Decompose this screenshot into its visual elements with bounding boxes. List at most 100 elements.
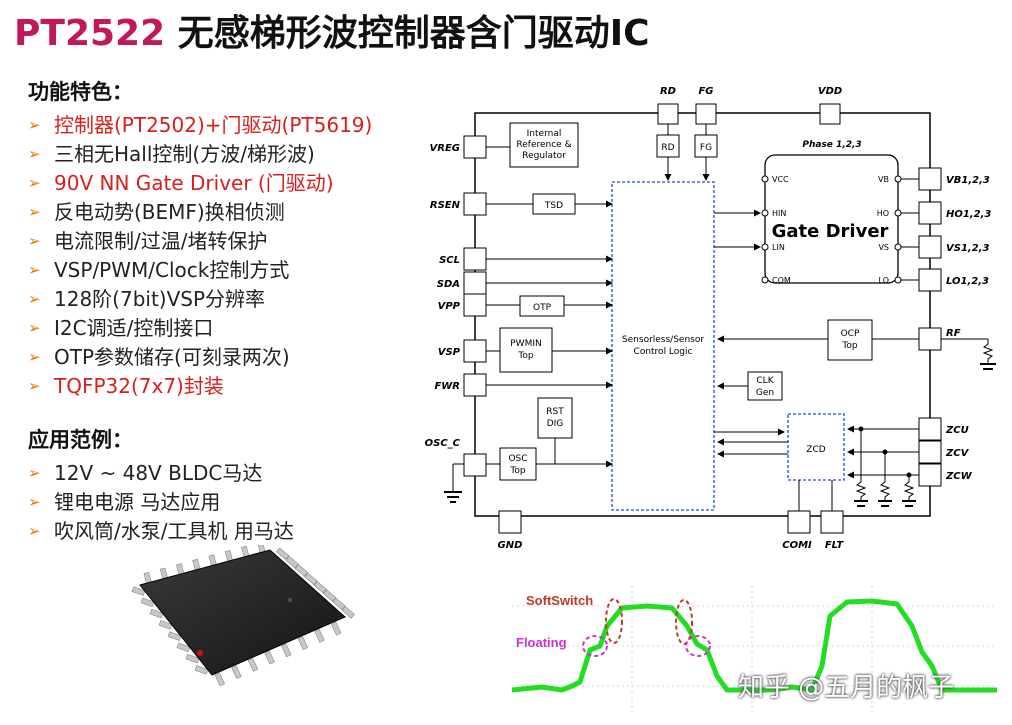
waveform-scope: SoftSwitch Floating xyxy=(512,586,997,712)
chip-pin xyxy=(322,589,337,602)
floating-marker-2 xyxy=(685,635,711,657)
softswitch-marker-2 xyxy=(675,599,693,645)
chip-pin xyxy=(143,571,152,584)
internal-reference-block xyxy=(509,122,579,168)
application-text: 吹风筒/水泵/工具机 用马达 xyxy=(54,519,294,543)
softswitch-label: SoftSwitch xyxy=(526,593,593,608)
features-section: 功能特色： ➢ 控制器(PT2502)+门驱动(PT5619) ➢三相无Hall控制… xyxy=(28,76,372,401)
applications-list: ➢12V ~ 48V BLDC马达➢锂电电源 马达应用➢吹风筒/水泵/工具机 用… xyxy=(28,459,294,546)
gd-pin-ho: HO xyxy=(877,209,889,218)
chip-pin xyxy=(276,547,290,560)
watermark: 知乎 @五月的枫子 xyxy=(738,673,955,703)
gate-driver-block xyxy=(764,154,899,284)
feature-text: 电流限制/过温/堵转保护 xyxy=(54,229,268,253)
chip-pin xyxy=(131,586,146,596)
chip-pin xyxy=(167,631,182,641)
bottom-pins: GND COMI FLT xyxy=(498,510,844,551)
chip-pin xyxy=(332,597,346,611)
pin-label-rd: RD xyxy=(660,86,676,97)
feature-item: ➢三相无Hall控制(方波/梯形波) xyxy=(28,140,372,169)
title-description: 无感梯形波控制器含门驱动IC xyxy=(177,13,650,54)
part-number: PT2522 xyxy=(14,13,166,54)
osc-line2: Top xyxy=(509,466,525,476)
pin-label-rsen: RSEN xyxy=(430,200,461,211)
pin-label-vdd: VDD xyxy=(818,86,842,97)
feature-item: ➢电流限制/过温/堵转保护 xyxy=(28,227,372,256)
feature-item: ➢VSP/PWM/Clock控制方式 xyxy=(28,256,372,285)
pwmin-line2: Top xyxy=(517,351,533,361)
application-item: ➢锂电电源 马达应用 xyxy=(28,488,294,517)
chip-pin xyxy=(194,665,209,675)
pin-label-osc-c: OSC_C xyxy=(425,438,461,449)
bullet-arrow-icon: ➢ xyxy=(28,203,41,221)
chip-pin xyxy=(314,628,325,643)
bullet-arrow-icon: ➢ xyxy=(28,116,41,134)
right-pins: VB1,2,3 HO1,2,3 VS1,2,3 LO1,2,3 RF ZCU Z… xyxy=(918,167,991,487)
fg-block-label: FG xyxy=(700,143,712,153)
pwmin-block xyxy=(499,327,553,373)
waveform-trace xyxy=(512,598,997,693)
pin-label-fwr: FWR xyxy=(434,381,460,392)
feature-item: ➢ OTP参数储存(可刻录两次) xyxy=(28,343,372,372)
chip-pin xyxy=(231,665,242,680)
tsd-label: TSD xyxy=(544,201,563,211)
osc-block xyxy=(499,447,537,481)
chip-pin xyxy=(304,572,318,586)
pin-label-vsp: VSP xyxy=(438,347,461,358)
gd-pin-lin: LIN xyxy=(772,243,785,252)
page-title: PT2522 无感梯形波控制器含门驱动IC xyxy=(14,4,650,56)
clk-gen-block xyxy=(747,371,783,401)
rd-block-label: RD xyxy=(661,143,674,153)
ocp-block xyxy=(827,319,873,361)
chip-pin xyxy=(208,554,217,567)
floating-label: Floating xyxy=(516,635,567,650)
application-item: ➢ 12V ~ 48V BLDC马达 xyxy=(28,459,294,488)
chip-pin xyxy=(241,545,250,558)
gate-driver-label: Gate Driver xyxy=(772,221,889,242)
pin-label-fg: FG xyxy=(698,86,713,97)
bullet-arrow-icon: ➢ xyxy=(28,348,41,366)
chip-pin xyxy=(140,597,155,608)
bullet-arrow-icon: ➢ xyxy=(28,261,41,279)
gd-pin-vs: VS xyxy=(878,243,889,252)
application-item: ➢ 吹风筒/水泵/工具机 用马达 xyxy=(28,517,294,546)
pin-label-sda: SDA xyxy=(437,279,460,290)
pin-label-vb: VB1,2,3 xyxy=(946,175,990,186)
applications-heading: 应用范例： xyxy=(28,428,133,452)
bullet-arrow-icon: ➢ xyxy=(28,319,41,337)
feature-item: ➢TQFP32(7x7)封装 xyxy=(28,372,372,401)
clk-line1: CLK xyxy=(756,376,774,386)
pin-label-zcu: ZCU xyxy=(945,425,969,436)
bullet-arrow-icon: ➢ xyxy=(28,377,41,395)
chip-pin xyxy=(224,550,233,562)
logic-line2: Control Logic xyxy=(634,347,693,357)
internal-ref-line3: Regulator xyxy=(522,151,566,161)
bullet-arrow-icon: ➢ xyxy=(28,493,41,511)
otp-label: OTP xyxy=(533,303,552,313)
features-heading: 功能特色： xyxy=(28,80,133,104)
bullet-arrow-icon: ➢ xyxy=(28,522,41,540)
chip-pin xyxy=(159,567,168,580)
bullet-arrow-icon: ➢ xyxy=(28,464,41,482)
gd-pin-com: COM xyxy=(772,276,791,285)
chip-pin xyxy=(341,606,355,619)
pin-label-comi: COMI xyxy=(782,540,812,551)
application-text: 12V ~ 48V BLDC马达 xyxy=(54,461,263,485)
feature-text: OTP参数储存(可刻录两次) xyxy=(54,345,290,369)
pin-label-scl: SCL xyxy=(439,255,460,266)
internal-ref-line1: Internal xyxy=(527,129,562,139)
softswitch-marker-1 xyxy=(605,598,623,644)
applications-section: 应用范例： ➢12V ~ 48V BLDC马达➢锂电电源 马达应用➢吹风筒/水泵… xyxy=(28,424,294,546)
features-list: ➢ 控制器(PT2502)+门驱动(PT5619) ➢三相无Hall控制(方波/梯形… xyxy=(28,111,372,401)
pin-label-zcw: ZCW xyxy=(945,471,973,482)
pin-label-vreg: VREG xyxy=(430,143,460,154)
logic-line1: Sensorless/Sensor xyxy=(622,335,704,345)
clk-line2: Gen xyxy=(756,388,774,398)
zcd-block xyxy=(787,413,845,481)
pin-label-lo: LO1,2,3 xyxy=(946,276,989,287)
pin-label-vs: VS1,2,3 xyxy=(946,243,989,254)
pin-label-rf: RF xyxy=(946,328,961,339)
feature-text: 控制器(PT2502)+门驱动(PT5619) xyxy=(54,113,373,137)
pin-label-vpp: VPP xyxy=(438,301,461,312)
gd-pin-vb: VB xyxy=(878,175,889,184)
